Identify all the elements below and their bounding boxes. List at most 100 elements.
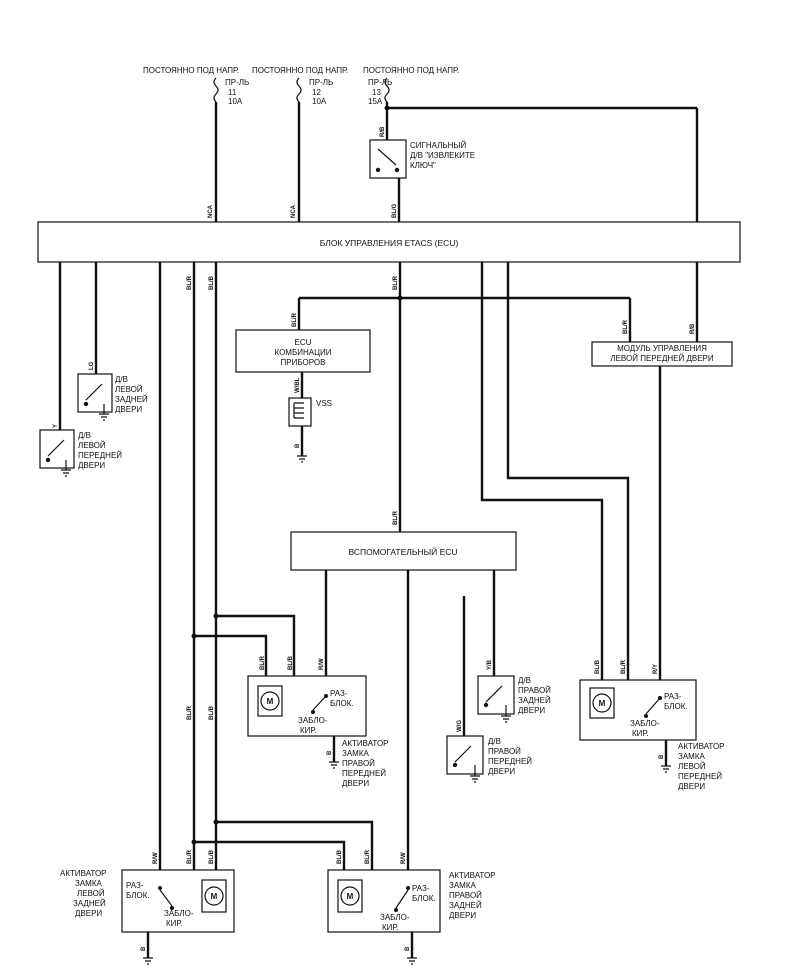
rr-motor-icon: [340, 886, 360, 906]
rf-wire-label-2: BL/B: [288, 655, 294, 670]
key-switch-label-1: СИГНАЛЬНЫЙ: [410, 141, 467, 150]
rf-switch-ground-icon: [470, 775, 480, 783]
vss-box: [288, 397, 312, 427]
lr-label-3: ЛЕВОЙ: [77, 889, 105, 898]
lr-lock-1: ЗАБЛО-: [164, 909, 194, 918]
fuse-13-number: 13: [372, 88, 381, 97]
rr-actuator-contact: [395, 889, 409, 909]
rf-ground-label: B: [327, 750, 333, 755]
lf-lock-2: КИР.: [632, 729, 648, 738]
rr-label-2: ЗАМКА: [449, 881, 476, 890]
lr-switch-terminal: [83, 401, 89, 407]
rr-switch-terminal: [483, 702, 489, 708]
lf-switch-ground-icon: [61, 469, 71, 477]
rr-switch-label-2: ПРАВОЙ: [518, 686, 551, 695]
rr-switch-label-4: ДВЕРИ: [518, 706, 545, 715]
rr-unlock-1: РАЗ-: [412, 884, 430, 893]
key-switch-terminal-a: [375, 167, 381, 173]
rf-actuator-terminal-b: [324, 694, 328, 698]
lf-wire-label-1: BL/B: [595, 659, 601, 674]
wire-label-rf-switch: W/G: [457, 720, 463, 732]
key-switch-terminal-b: [394, 167, 400, 173]
rf-actuator-contact: [312, 695, 327, 711]
lf-actuator-box: [579, 679, 697, 741]
lr-motor-frame: [201, 879, 227, 913]
fuse-11-rating: 10A: [228, 97, 243, 106]
rf-wire-label-1: BL/R: [260, 655, 266, 670]
rf-motor-frame: [257, 685, 283, 717]
lr-label-4: ЗАДНЕЙ: [73, 899, 106, 908]
rr-switch-contact: [485, 685, 503, 703]
rf-switch-label-2: ПРАВОЙ: [488, 747, 521, 756]
fuse-group: ПОСТОЯННО ПОД НАПР. ПОСТОЯННО ПОД НАПР. …: [143, 66, 459, 106]
lr-actuator-contact: [159, 889, 173, 907]
wire-etacs-to-lf-actuator-blb: [480, 262, 604, 680]
rf-switch-label-3: ПЕРЕДНЕЙ: [488, 757, 532, 766]
lr-ground-label: B: [141, 946, 147, 951]
rr-unlock-2: БЛОК.: [412, 894, 436, 903]
fuse-12-symbol: [296, 77, 302, 103]
key-switch-box: [369, 139, 407, 179]
vss-label: VSS: [316, 399, 332, 408]
wire-trunk-to-rr-blr: [194, 840, 346, 870]
vss-coil-icon: [293, 402, 304, 419]
lf-label-1: АКТИВАТОР: [678, 742, 725, 751]
etacs-ecu-title: БЛОК УПРАВЛЕНИЯ ETACS (ECU): [320, 238, 459, 248]
lf-actuator-contact: [645, 697, 661, 715]
wire-label-keyswitch-bottom: BL/G: [392, 203, 398, 218]
fuse-13-caption: ПОСТОЯННО ПОД НАПР.: [363, 66, 459, 75]
fuse-12-number: 12: [312, 88, 321, 97]
rf-switch-contact: [454, 745, 472, 763]
lf-switch-box: [39, 429, 75, 469]
wire-trunk-to-rf-blb: [216, 614, 296, 676]
wire-label-nca-1: NCA: [208, 204, 214, 218]
lf-motor-frame: [589, 687, 615, 719]
rf-label-5: ДВЕРИ: [342, 779, 369, 788]
wire-label-keyswitch-top: R/B: [380, 126, 386, 137]
wire-label-door-module-in: BL/R: [623, 319, 629, 334]
aux-ecu-box: [290, 531, 517, 571]
fuse-11-caption: ПОСТОЯННО ПОД НАПР.: [143, 66, 239, 75]
rf-label-2: ЗАМКА: [342, 749, 369, 758]
aux-ecu-title: ВСПОМОГАТЕЛЬНЫЙ ECU: [348, 546, 457, 557]
lf-switch-label-1: Д/В: [78, 431, 91, 440]
wire-label-trunk-bl-b-lower: BL/B: [209, 705, 215, 720]
rr-label-1: АКТИВАТОР: [449, 871, 496, 880]
fuse-12-caption: ПОСТОЯННО ПОД НАПР.: [252, 66, 348, 75]
door-module-label-2: ЛЕВОЙ ПЕРЕДНЕЙ ДВЕРИ: [610, 354, 714, 363]
rr-ground-icon: [407, 957, 417, 965]
fuse-11-name: ПР-ЛЬ: [225, 78, 249, 87]
rf-label-3: ПРАВОЙ: [342, 759, 375, 768]
rr-actuator-terminal-a: [394, 908, 398, 912]
lf-motor-letter: M: [599, 699, 606, 708]
lf-switch-terminal: [45, 457, 51, 463]
lf-switch-label-4: ДВЕРИ: [78, 461, 105, 470]
left-rear-door-switch: Д/В ЛЕВОЙ ЗАДНЕЙ ДВЕРИ: [77, 373, 148, 421]
wire-label-rr-switch: Y/B: [487, 659, 493, 670]
wire-label-door-module-power: R/B: [690, 323, 696, 334]
wire-label-trunk-bl-r: BL/R: [187, 275, 193, 290]
lr-switch-label-2: ЛЕВОЙ: [115, 385, 143, 394]
rf-motor-letter: M: [267, 697, 274, 706]
lf-switch-label-3: ПЕРЕДНЕЙ: [78, 451, 122, 460]
wire-label-etacs-center: BL/R: [393, 275, 399, 290]
lf-switch-contact: [47, 439, 65, 457]
rr-switch-box: [477, 675, 515, 715]
lf-unlock-1: РАЗ-: [664, 692, 682, 701]
lr-motor-letter: M: [211, 892, 218, 901]
rr-switch-label-3: ЗАДНЕЙ: [518, 696, 551, 705]
lf-label-5: ДВЕРИ: [678, 782, 705, 791]
rr-switch-label-1: Д/В: [518, 676, 531, 685]
wire-label-vss: W/BL: [295, 377, 301, 393]
fuse-12-name: ПР-ЛЬ: [309, 78, 333, 87]
lr-switch-ground-icon: [99, 413, 109, 421]
lf-label-3: ЛЕВОЙ: [678, 762, 706, 771]
rf-label-1: АКТИВАТОР: [342, 739, 389, 748]
wire-label-lf-switch: Y: [53, 424, 59, 428]
lr-wire-label-3: BL/B: [209, 849, 215, 864]
rf-switch-terminal: [452, 762, 458, 768]
door-module-box: [591, 341, 733, 367]
fuse-11-symbol: [213, 77, 219, 103]
wire-trunk-to-rf-blr: [194, 634, 268, 676]
